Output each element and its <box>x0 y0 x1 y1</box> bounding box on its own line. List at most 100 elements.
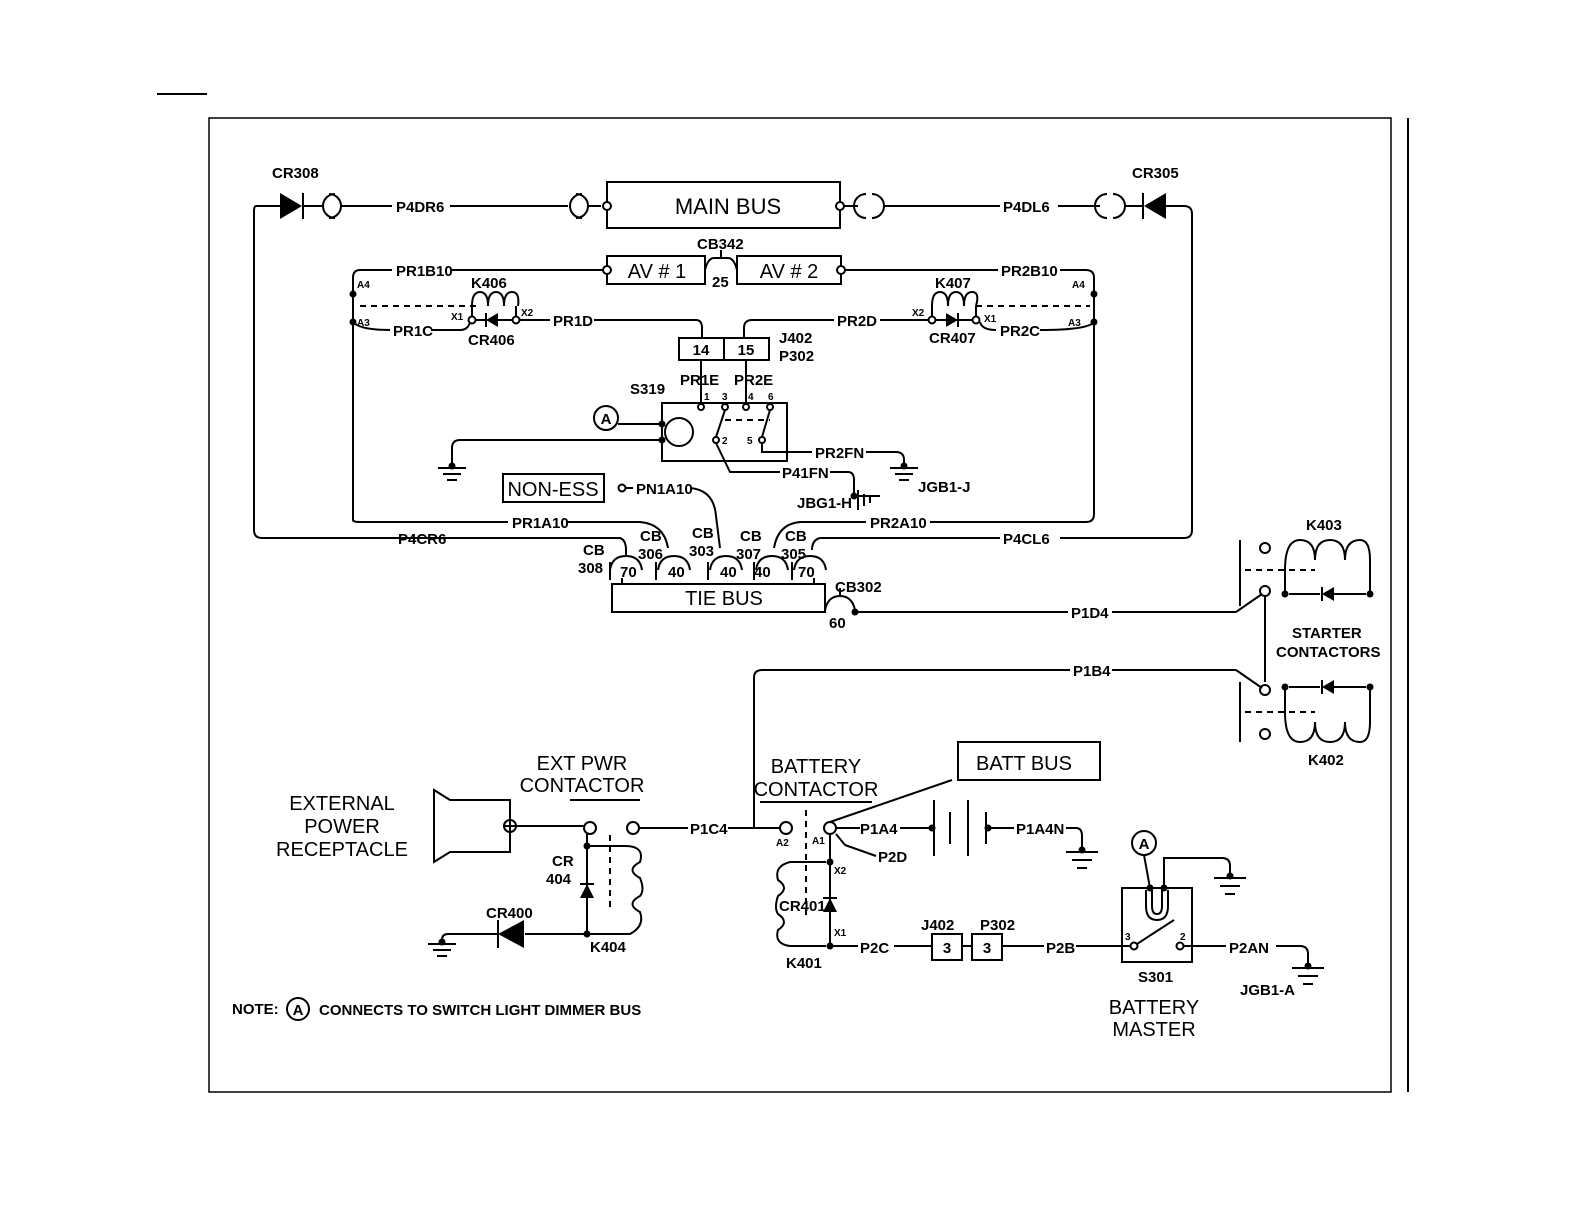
cb307-breaker <box>755 554 789 571</box>
batt-master-line1: BATTERY <box>1109 997 1199 1019</box>
x2-k407: X2 <box>912 308 925 319</box>
cb306-cb: CB <box>640 528 662 545</box>
cb342-label: CB342 <box>697 236 744 253</box>
non-ess-bus: NON-ESS PN1A10 <box>502 473 721 549</box>
main-bus-section: MAIN BUS CR308 P4DR6 CR305 P4DL6 <box>253 165 1193 551</box>
p1b4-label: P1B4 <box>1073 663 1111 680</box>
av2-label: AV # 2 <box>760 261 819 283</box>
ground-jgb1a <box>1292 962 1324 985</box>
connector-right-b <box>1094 193 1108 219</box>
cb302-rating: 60 <box>829 615 846 632</box>
pr2a10-wire <box>930 269 1095 523</box>
pr2a10-label: PR2A10 <box>870 515 927 532</box>
external-power-receptacle <box>433 788 511 864</box>
p1d4-label: P1D4 <box>1071 605 1109 622</box>
pr1a10-label: PR1A10 <box>512 515 569 532</box>
p4dl6-label: P4DL6 <box>1003 199 1050 216</box>
cb306-label: 306 <box>638 546 663 563</box>
p2d-label: P2D <box>878 849 907 866</box>
x2-k406: X2 <box>521 308 534 319</box>
a-marker-note <box>286 997 310 1021</box>
pr1b10-label: PR1B10 <box>396 263 453 280</box>
cb306-breaker <box>657 554 691 571</box>
ext-receptacle-line2: POWER <box>304 816 380 838</box>
non-ess-label: NON-ESS <box>507 479 598 501</box>
pin14-label: 14 <box>693 342 710 359</box>
cb306-rating: 40 <box>668 564 685 581</box>
x1-k406: X1 <box>451 312 464 323</box>
s319-pin6: 6 <box>768 392 774 403</box>
ground-p1a4n <box>1066 846 1098 869</box>
battery-contactor-section: BATTERY CONTACTOR A2 A1 BATT BUS P1A4 P1… <box>754 741 1130 972</box>
cr305-label: CR305 <box>1132 165 1179 182</box>
batt-bus-box <box>957 741 1101 781</box>
x2-k401: X2 <box>834 866 847 877</box>
k403-label: K403 <box>1306 517 1342 534</box>
a-marker-1 <box>593 405 619 431</box>
pr1a10-wire <box>352 269 508 523</box>
s301-lamp <box>1145 890 1169 922</box>
cr400-diode <box>498 920 524 948</box>
s319-pin1: 1 <box>704 392 710 403</box>
cr404-diode <box>580 884 594 898</box>
ext-receptacle-line3: RECEPTACLE <box>276 839 408 861</box>
av1-label: AV # 1 <box>628 261 687 283</box>
cr407-label: CR407 <box>929 330 976 347</box>
a4-left: A4 <box>357 280 370 291</box>
pr1e-label: PR1E <box>680 372 719 389</box>
pr1c-label: PR1C <box>393 323 433 340</box>
cb307-label: 307 <box>736 546 761 563</box>
starter-line1: STARTER <box>1292 625 1362 642</box>
p4cl6-label: P4CL6 <box>1003 531 1050 548</box>
tie-bus-label: TIE BUS <box>685 588 763 610</box>
s301-pin2: 2 <box>1180 932 1186 943</box>
k407-coil <box>931 290 979 307</box>
jgb1j-label: JGB1-J <box>918 479 971 496</box>
p4cr6-wire <box>253 205 627 551</box>
pr2fn-label: PR2FN <box>815 445 864 462</box>
cr407-diode <box>946 313 958 327</box>
s301-pin3: 3 <box>1125 932 1131 943</box>
p1a4-label: P1A4 <box>860 821 898 838</box>
cb307-cb: CB <box>740 528 762 545</box>
jgb1a-label: JGB1-A <box>1240 982 1295 999</box>
external-power-section: EXTERNAL POWER RECEPTACLE EXT PWR CONTAC… <box>276 753 780 957</box>
j402-bottom-label: J402 <box>921 917 954 934</box>
k406-label: K406 <box>471 275 507 292</box>
ext-pwr-line1: EXT PWR <box>537 753 628 775</box>
ext-receptacle-line1: EXTERNAL <box>289 793 395 815</box>
p4dr6-label: P4DR6 <box>396 199 444 216</box>
s319-pin4: 4 <box>748 392 754 403</box>
s301-body <box>1121 887 1193 963</box>
cr406-label: CR406 <box>468 332 515 349</box>
connector-left-b <box>569 193 583 219</box>
cr305-diode <box>1144 193 1166 219</box>
p2b-label: P2B <box>1046 940 1075 957</box>
j402-top-label: J402 <box>779 330 812 347</box>
cb303-cb: CB <box>692 525 714 542</box>
s301-label: S301 <box>1138 969 1173 986</box>
p1a4n-label: P1A4N <box>1016 821 1064 838</box>
k404-coil <box>590 845 644 935</box>
jbg1h-label: JBG1-H <box>797 495 852 512</box>
k403-coil <box>1284 538 1371 594</box>
a3-right: A3 <box>1068 318 1081 329</box>
battery-master-section: A 3 2 S301 BATTERY MASTER P2AN JGB1- <box>1109 830 1324 1041</box>
ground-jgb1j <box>890 462 918 481</box>
k402-label: K402 <box>1308 752 1344 769</box>
cb305-breaker <box>793 554 827 571</box>
tie-bus-section: TIE BUS P4CR6 P4CL6 CB 308 70 CB 306 40 … <box>398 525 1236 632</box>
cb303-label: 303 <box>689 543 714 560</box>
note-text: CONNECTS TO SWITCH LIGHT DIMMER BUS <box>319 1002 641 1019</box>
a2-label: A2 <box>776 838 789 849</box>
cb302-label: CB302 <box>835 579 882 596</box>
cr400-label: CR400 <box>486 905 533 922</box>
a1-label: A1 <box>812 836 825 847</box>
cb342-breaker <box>704 257 738 271</box>
s319-pin3: 3 <box>722 392 728 403</box>
ground-s301 <box>1214 872 1246 895</box>
cb308-label: 308 <box>578 560 603 577</box>
cb305-cb: CB <box>785 528 807 545</box>
cb303-breaker <box>709 554 743 571</box>
pr2e-label: PR2E <box>734 372 773 389</box>
